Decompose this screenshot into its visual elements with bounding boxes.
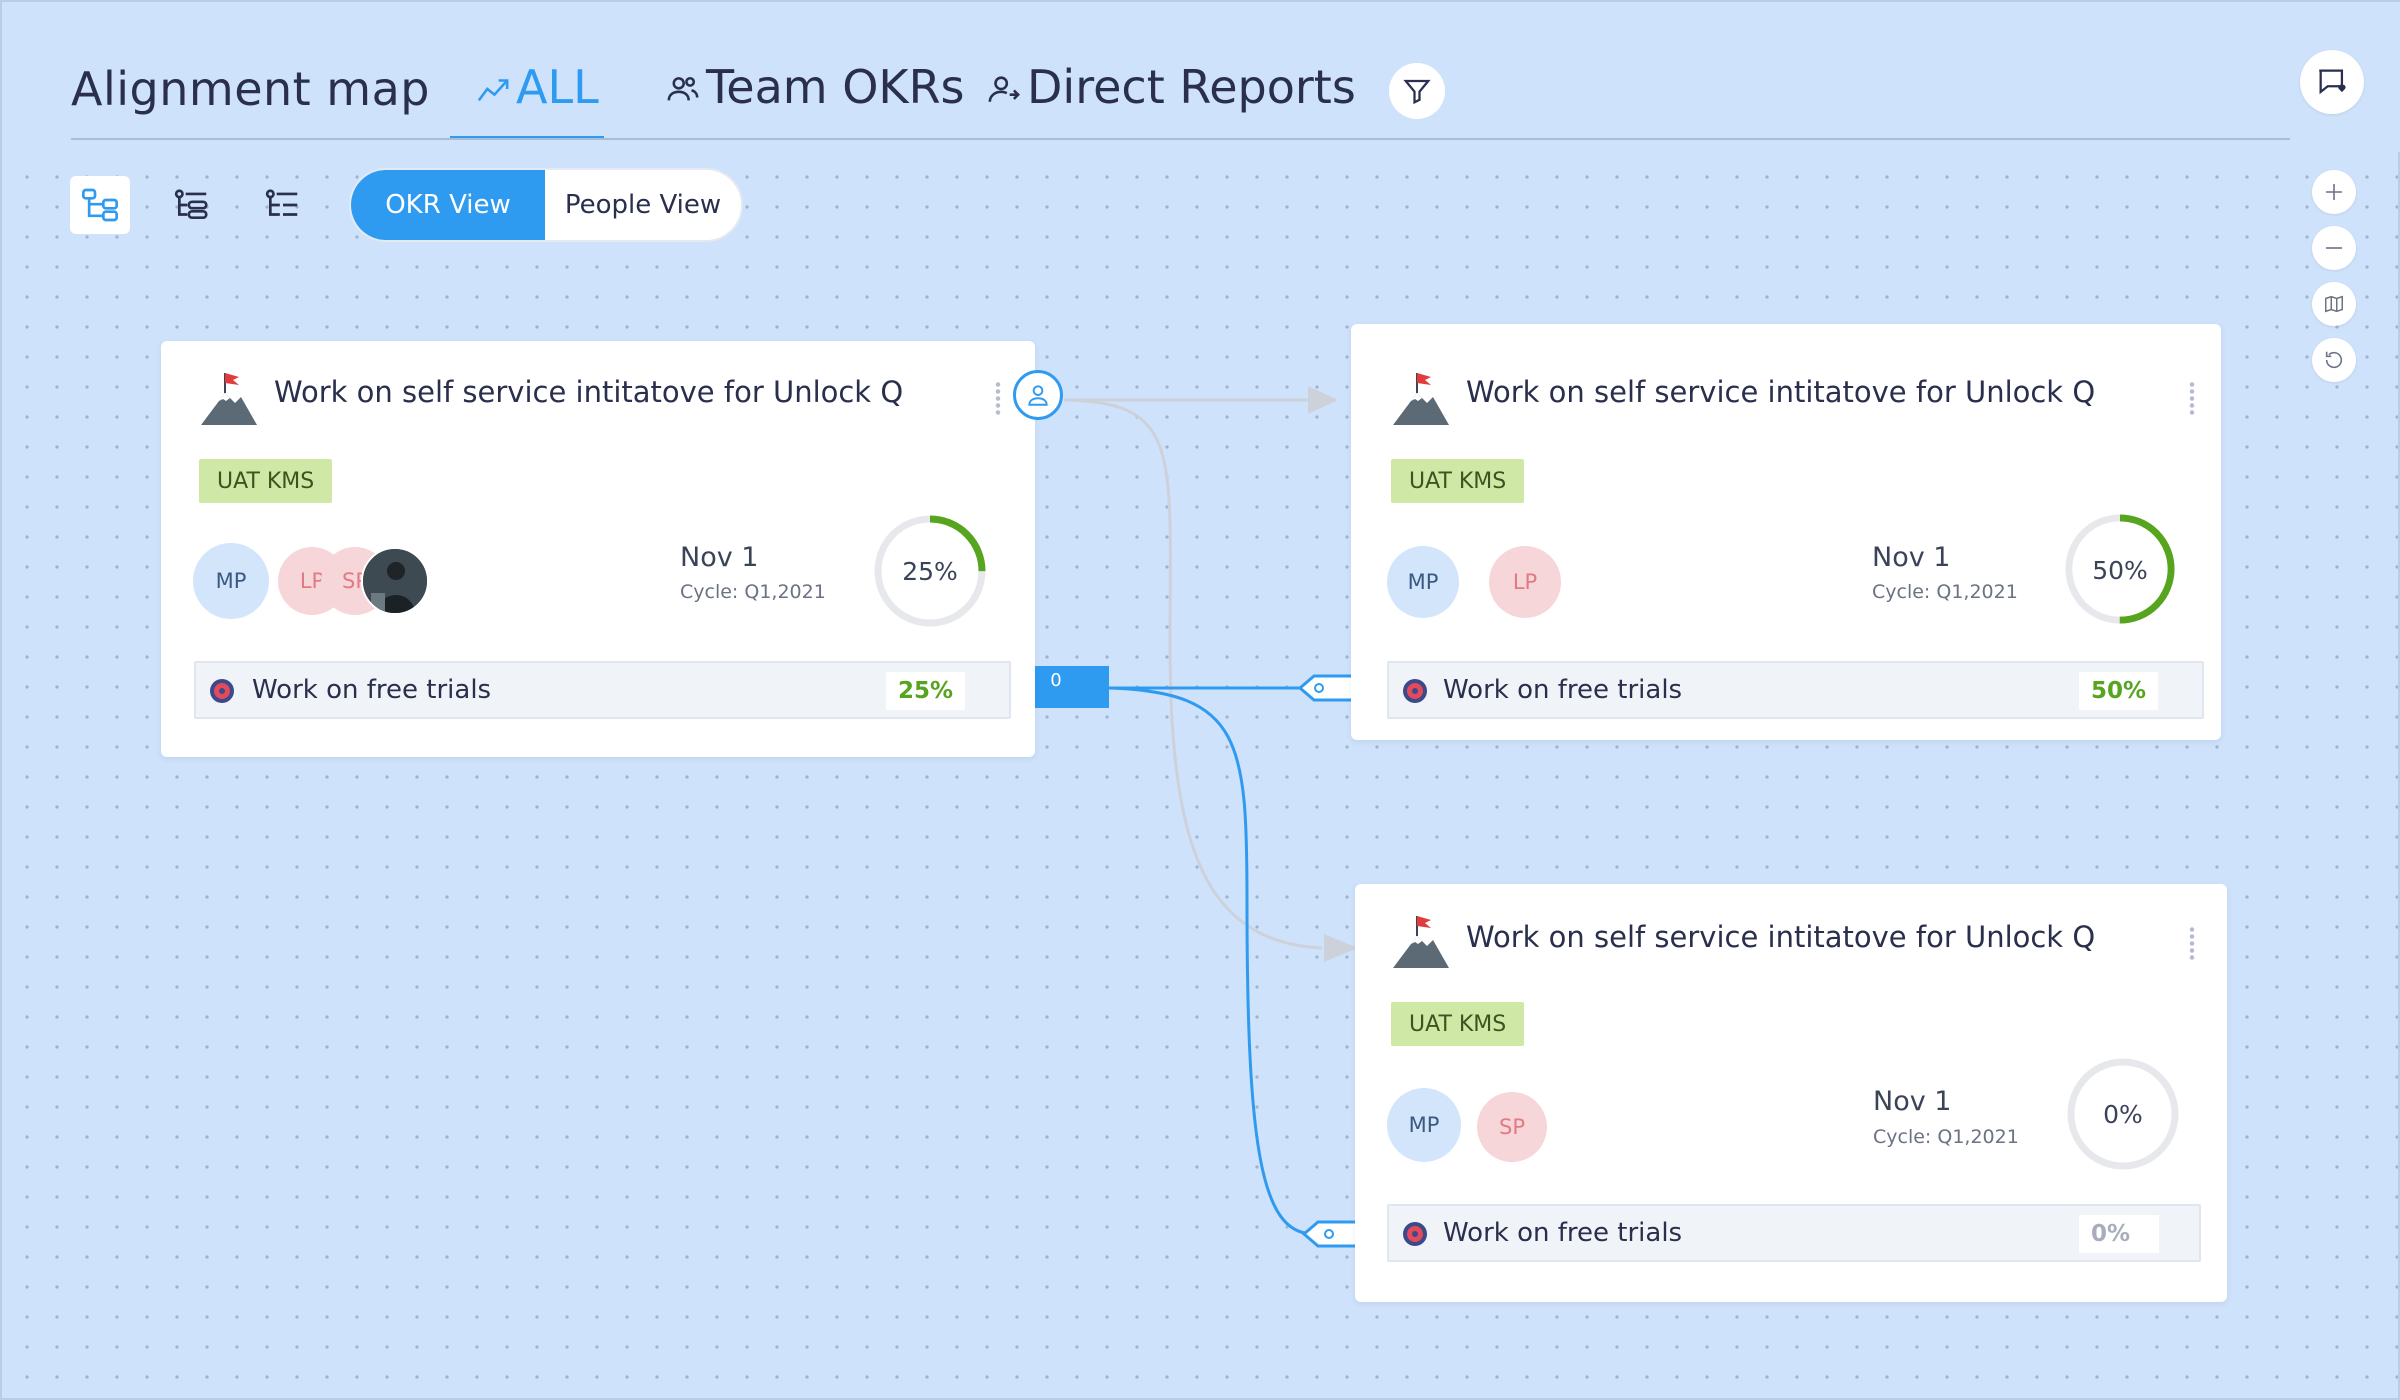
objective-title: Work on self service intitatove for Unlo… [274, 375, 904, 409]
key-result-row[interactable]: Work on free trials 25% [194, 661, 1011, 719]
layout-compact-button[interactable] [162, 176, 222, 234]
key-result-title: Work on free trials [252, 675, 492, 705]
key-result-title: Work on free trials [1443, 675, 1683, 705]
cycle-label: Cycle: Q1,2021 [680, 581, 826, 603]
objective-card[interactable]: Work on self service intitatove for Unlo… [1351, 324, 2221, 740]
avatar[interactable]: LP [1489, 546, 1561, 618]
objective-title: Work on self service intitatove for Unlo… [1466, 375, 2096, 409]
more-options-icon[interactable] [995, 381, 1001, 417]
objective-card[interactable]: Work on self service intitatove for Unlo… [1355, 884, 2227, 1302]
direct-reports-icon [988, 76, 1020, 102]
user-photo-icon [363, 549, 427, 613]
objective-card[interactable]: Work on self service intitatove for Unlo… [161, 341, 1035, 757]
page-title: Alignment map [71, 62, 431, 116]
zoom-in-icon [2326, 184, 2342, 200]
team-tag: UAT KMS [1391, 459, 1525, 503]
objective-flag-icon [1393, 373, 1449, 425]
target-icon [1403, 679, 1427, 703]
team-tag: UAT KMS [1391, 1002, 1525, 1046]
due-date: Nov 1 [1873, 1086, 1952, 1117]
avatar[interactable]: MP [193, 543, 269, 619]
reset-view-button[interactable] [2312, 338, 2356, 382]
reset-icon [2325, 351, 2343, 369]
alignment-source-button[interactable] [1013, 370, 1063, 420]
filter-icon [1403, 79, 1431, 105]
team-icon [667, 76, 699, 101]
tab-team-okrs-label: Team OKRs [706, 60, 965, 114]
due-date: Nov 1 [1872, 542, 1951, 573]
avatar[interactable]: SP [1477, 1092, 1547, 1162]
cycle-label: Cycle: Q1,2021 [1872, 581, 2018, 603]
progress-label: 0% [2103, 1099, 2143, 1129]
tab-all-label: ALL [516, 60, 599, 114]
person-icon [1028, 385, 1048, 406]
progress-ring [874, 515, 986, 627]
header: Alignment map ALL Team OKRs Direct Repor… [2, 2, 2400, 152]
cycle-label: Cycle: Q1,2021 [1873, 1126, 2019, 1148]
view-toggle: OKR View People View [349, 168, 743, 242]
team-tag: UAT KMS [199, 459, 333, 503]
feedback-button[interactable] [2300, 50, 2364, 114]
more-options-icon[interactable] [2189, 381, 2195, 417]
zoom-in-button[interactable] [2312, 170, 2356, 214]
chat-icon [2319, 69, 2346, 95]
target-icon [1403, 1222, 1427, 1246]
key-result-title: Work on free trials [1443, 1218, 1683, 1248]
progress-ring [2067, 1058, 2179, 1170]
tab-direct-reports-label: Direct Reports [1027, 60, 1356, 114]
progress-ring [2065, 514, 2175, 624]
key-result-progress: 50% [2079, 672, 2159, 710]
avatar[interactable]: MP [1387, 546, 1459, 618]
due-date: Nov 1 [680, 542, 759, 573]
compact-layout-icon [174, 189, 208, 220]
key-result-progress: 25% [886, 672, 966, 710]
key-result-progress: 0% [2079, 1215, 2159, 1253]
people-view-option[interactable]: People View [564, 190, 722, 220]
avatar[interactable]: MP [1387, 1088, 1461, 1162]
tab-all[interactable]: ALL [450, 60, 604, 140]
more-options-icon[interactable] [2189, 926, 2195, 962]
filter-button[interactable] [1389, 63, 1445, 119]
objective-flag-icon [201, 373, 257, 425]
objective-title: Work on self service intitatove for Unlo… [1466, 920, 2096, 954]
header-divider [71, 138, 2290, 140]
alignment-icon [477, 79, 509, 102]
okr-view-option[interactable]: OKR View [351, 170, 545, 240]
tree-layout-icon [82, 188, 118, 222]
layout-list-button[interactable] [253, 176, 313, 234]
minimap-button[interactable] [2312, 282, 2356, 326]
avatar-photo[interactable] [361, 547, 429, 615]
progress-label: 25% [902, 556, 958, 586]
objective-flag-icon [1393, 916, 1449, 968]
key-result-row[interactable]: Work on free trials 50% [1387, 661, 2204, 719]
progress-label: 50% [2092, 555, 2148, 585]
zoom-out-button[interactable] [2312, 226, 2356, 270]
zoom-out-icon [2326, 247, 2342, 249]
list-layout-icon [265, 189, 298, 216]
tab-direct-reports[interactable]: Direct Reports [987, 60, 1356, 140]
map-icon [2325, 295, 2343, 313]
target-icon [210, 679, 234, 703]
key-result-row[interactable]: Work on free trials 0% [1387, 1204, 2201, 1262]
tab-team-okrs[interactable]: Team OKRs [666, 60, 965, 140]
layout-tree-button[interactable] [70, 176, 130, 234]
